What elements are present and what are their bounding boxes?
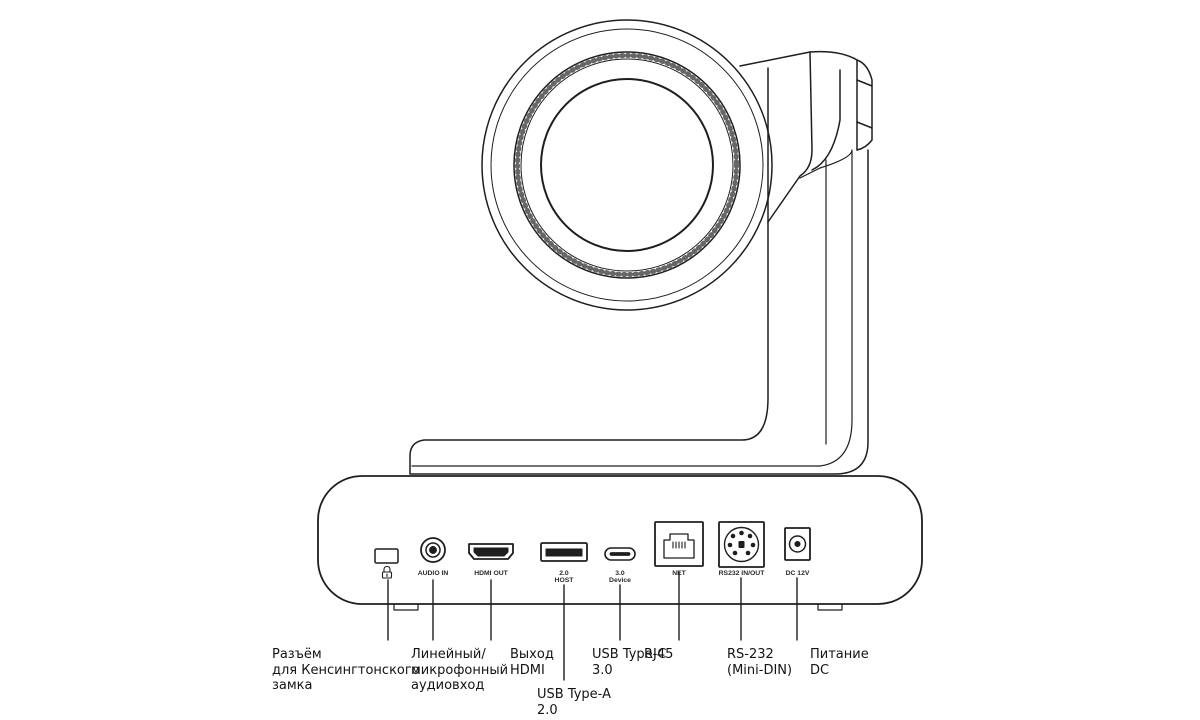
audio-in-port — [420, 537, 446, 563]
kensington-slot — [374, 548, 399, 579]
usbc-device-label: Device — [609, 577, 631, 584]
callout-usb-a: USB Type-A 2.0 — [537, 687, 611, 718]
rs232-port — [718, 521, 765, 568]
hdmi-out-port — [468, 543, 514, 560]
camera-yoke — [409, 51, 869, 475]
callout-audio-in: Линейный/ микрофонный аудиовход — [411, 647, 509, 693]
leader-lines — [387, 571, 798, 681]
callout-rj45: RJ45 — [644, 647, 674, 662]
usb2-version-label: 2.0 — [559, 570, 569, 577]
dc-label: DC 12V — [786, 570, 810, 577]
usb-c-port — [604, 547, 636, 561]
usb-a-port — [540, 542, 588, 562]
net-label: NET — [672, 570, 686, 577]
usbc-version-label: 3.0 — [615, 570, 625, 577]
rs232-label: RS232 IN/OUT — [719, 570, 766, 577]
callout-hdmi: Выход HDMI — [510, 647, 554, 678]
callout-usb-c: USB Type-C 3.0 — [592, 647, 667, 678]
rj45-port — [654, 521, 704, 567]
callout-power: Питание DC — [810, 647, 869, 678]
lock-icon — [381, 565, 393, 579]
audio-in-label: AUDIO IN — [418, 570, 449, 577]
camera-head — [481, 19, 873, 311]
hdmi-out-label: HDMI OUT — [474, 570, 508, 577]
dc-power-port — [784, 527, 811, 561]
callout-rs232: RS-232 (Mini-DIN) — [727, 647, 793, 678]
callout-kensington: Разъём для Кенсингтонского замка — [272, 647, 420, 693]
usb2-host-label: HOST — [555, 577, 575, 584]
